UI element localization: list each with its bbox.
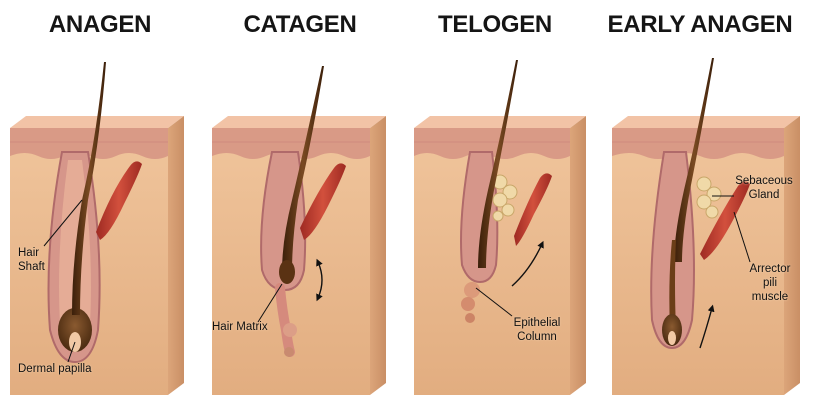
skin-block-early-anagen: [612, 58, 800, 395]
label-hair-matrix: Hair Matrix: [212, 320, 268, 334]
label-dermal-papilla: Dermal papilla: [18, 362, 92, 376]
block-side: [168, 116, 184, 395]
skin-block-anagen: [10, 62, 184, 395]
skin-block-telogen: [414, 60, 586, 395]
club-hair-bulb: [279, 260, 295, 284]
skin-block-catagen: [212, 66, 386, 395]
